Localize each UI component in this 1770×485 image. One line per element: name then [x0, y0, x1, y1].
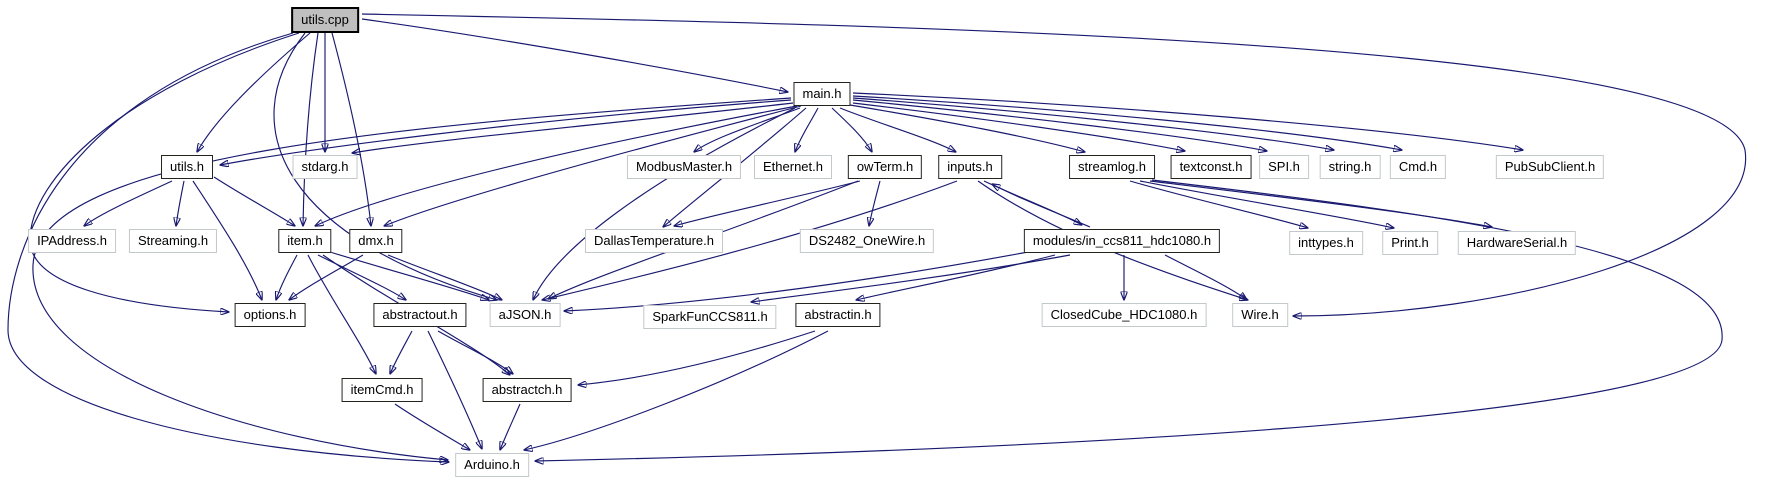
- node-ClosedCube_HDC1080_h[interactable]: ClosedCube_HDC1080.h: [1041, 303, 1207, 327]
- node-SparkFunCCS811_h[interactable]: SparkFunCCS811.h: [643, 305, 777, 329]
- node-HardwareSerial_h[interactable]: HardwareSerial.h: [1457, 231, 1577, 255]
- node-string_h[interactable]: string.h: [1319, 155, 1381, 179]
- node-Wire_h[interactable]: Wire.h: [1232, 303, 1288, 327]
- node-streamlog_h[interactable]: streamlog.h: [1069, 155, 1155, 179]
- node-item_h[interactable]: item.h: [278, 229, 332, 253]
- node-DS2482_OneWire_h[interactable]: DS2482_OneWire.h: [799, 229, 935, 253]
- node-main_h[interactable]: main.h: [793, 82, 851, 106]
- node-inttypes_h[interactable]: inttypes.h: [1289, 231, 1363, 255]
- node-owTerm_h[interactable]: owTerm.h: [847, 155, 923, 179]
- node-Ethernet_h[interactable]: Ethernet.h: [754, 155, 832, 179]
- node-abstractch_h[interactable]: abstractch.h: [482, 378, 572, 402]
- node-Cmd_h[interactable]: Cmd.h: [1389, 155, 1447, 179]
- node-dmx_h[interactable]: dmx.h: [349, 229, 403, 253]
- node-Streaming_h[interactable]: Streaming.h: [128, 229, 218, 253]
- node-DallasTemperature_h[interactable]: DallasTemperature.h: [585, 229, 723, 253]
- node-aJSON_h[interactable]: aJSON.h: [489, 303, 561, 327]
- node-options_h[interactable]: options.h: [234, 303, 306, 327]
- node-SPI_h[interactable]: SPI.h: [1259, 155, 1309, 179]
- node-inputs_h[interactable]: inputs.h: [938, 155, 1002, 179]
- node-IPAddress_h[interactable]: IPAddress.h: [28, 229, 116, 253]
- node-Arduino_h[interactable]: Arduino.h: [455, 453, 529, 477]
- node-itemCmd_h[interactable]: itemCmd.h: [341, 378, 423, 402]
- node-modules_h[interactable]: modules/in_ccs811_hdc1080.h: [1023, 229, 1221, 253]
- node-textconst_h[interactable]: textconst.h: [1170, 155, 1252, 179]
- node-Print_h[interactable]: Print.h: [1382, 231, 1438, 255]
- node-ModbusMaster_h[interactable]: ModbusMaster.h: [626, 155, 742, 179]
- node-PubSubClient_h[interactable]: PubSubClient.h: [1495, 155, 1605, 179]
- node-abstractin_h[interactable]: abstractin.h: [795, 303, 881, 327]
- node-stdarg_h[interactable]: stdarg.h: [292, 155, 358, 179]
- node-abstractout_h[interactable]: abstractout.h: [373, 303, 467, 327]
- node-utils_cpp[interactable]: utils.cpp: [291, 7, 359, 33]
- node-utils_h[interactable]: utils.h: [161, 155, 213, 179]
